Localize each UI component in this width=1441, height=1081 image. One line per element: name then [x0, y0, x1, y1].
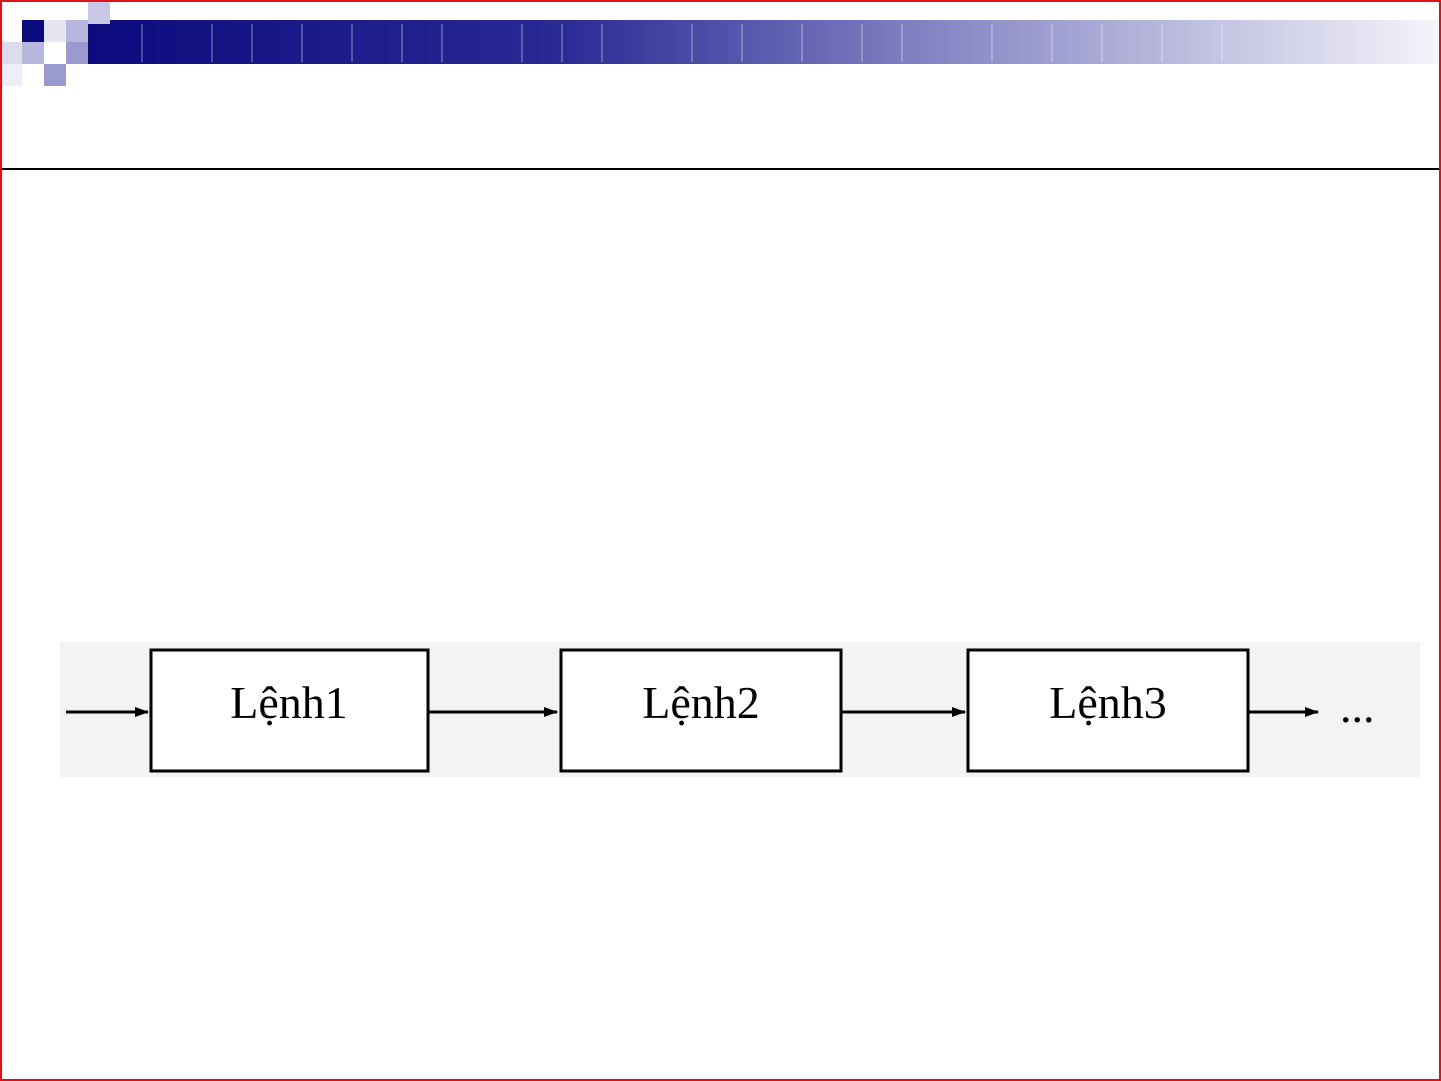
command-label-3: Lệnh3 [1049, 677, 1167, 728]
header-decoration [2, 2, 1439, 102]
header-gradient-bar [88, 20, 1438, 64]
command-label-2: Lệnh2 [642, 677, 760, 728]
title-divider [2, 168, 1439, 170]
sequence-diagram-svg: Lệnh1 Lệnh2 Lệnh3 ... [60, 642, 1420, 777]
command-label-1: Lệnh1 [230, 677, 348, 728]
sequence-diagram: Lệnh1 Lệnh2 Lệnh3 ... [60, 642, 1420, 777]
continuation-ellipsis: ... [1340, 681, 1375, 732]
